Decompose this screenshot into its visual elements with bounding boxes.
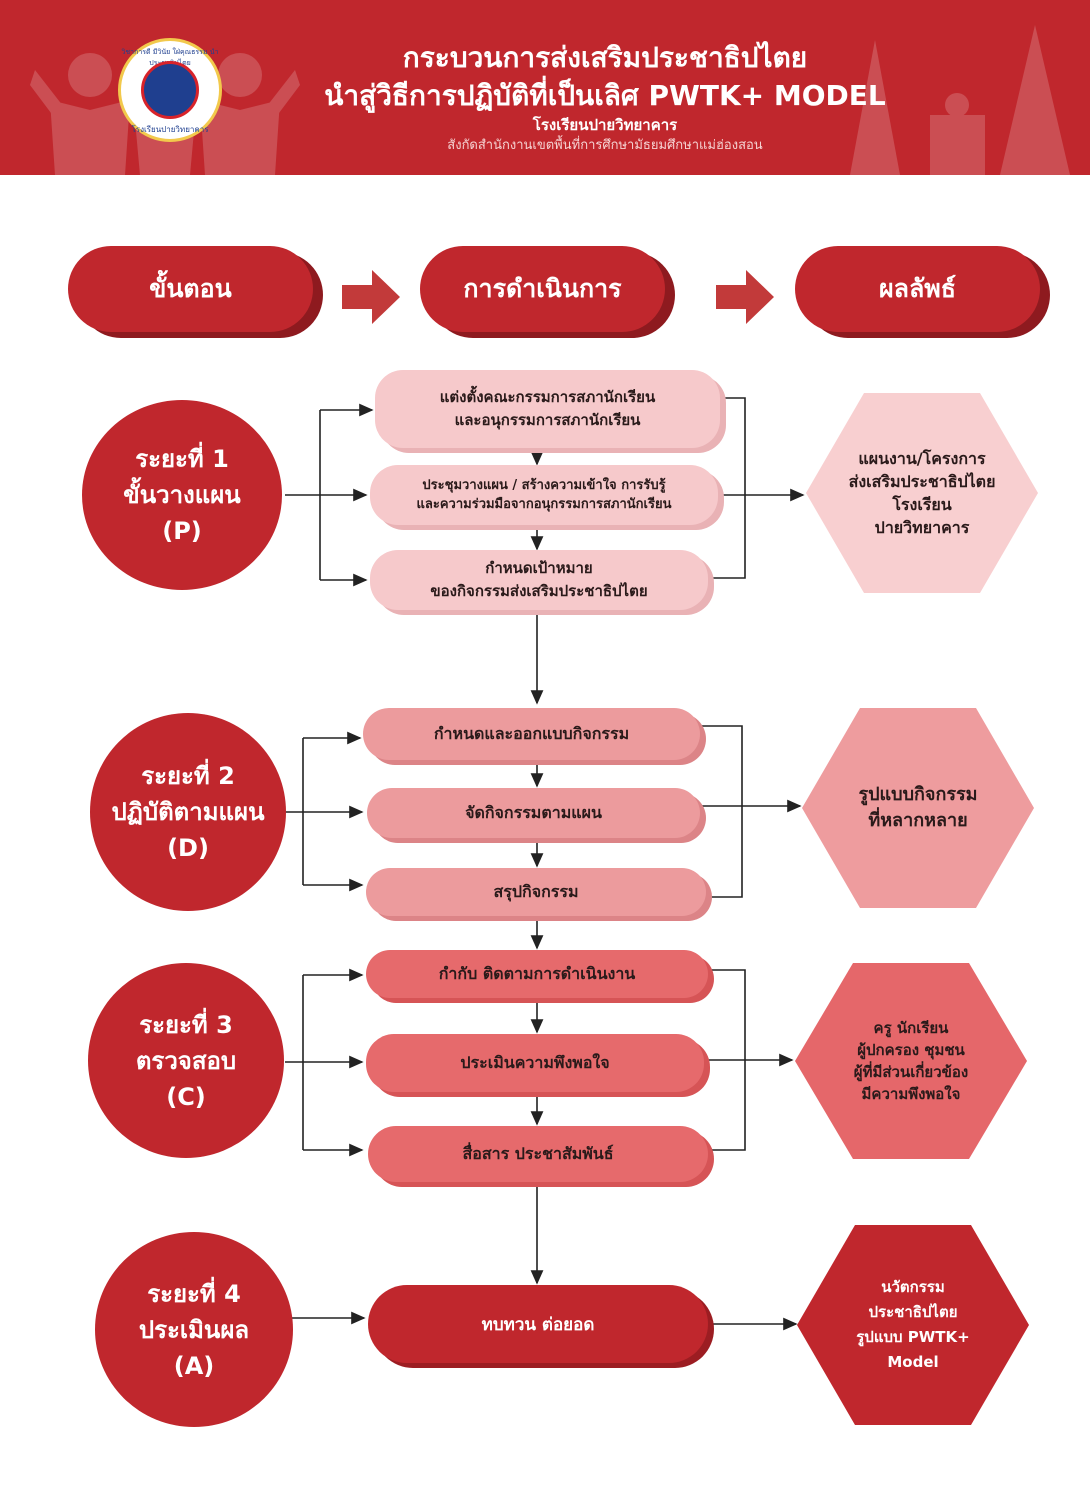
result-hexagon-2: รูปแบบกิจกรรม ที่หลากหลาย — [802, 708, 1034, 908]
result-text: นวัตกรรม — [881, 1278, 945, 1296]
activity-box: สื่อสาร ประชาสัมพันธ์ — [368, 1126, 708, 1182]
phase-1-code: (P) — [162, 517, 202, 545]
result-text: Model — [887, 1353, 939, 1371]
activity-box: ประชุมวางแผน / สร้างความเข้าใจ การรับรู้… — [370, 465, 718, 525]
result-hexagon-1: แผนงาน/โครงการ ส่งเสริมประชาธิปไตย โรงเร… — [806, 393, 1038, 593]
phase-1-name: ขั้นวางแผน — [123, 481, 241, 509]
activity-text: กำกับ ติดตามการดำเนินงาน — [438, 963, 636, 983]
phase-2-number: ระยะที่ 2 — [141, 762, 235, 790]
header-arrow-2-icon — [716, 270, 774, 324]
activity-text: กำหนดเป้าหมายของกิจกรรมส่งเสริมประชาธิปไ… — [430, 559, 648, 600]
activity-text: ประเมินความพึงพอใจ — [460, 1052, 610, 1072]
phase-4-code: (A) — [173, 1351, 215, 1380]
result-text: ผู้ที่มีส่วนเกี่ยวข้อง — [853, 1063, 969, 1081]
phase-4-number: ระยะที่ 4 — [147, 1279, 241, 1308]
header-arrow-1-icon — [342, 270, 400, 324]
column-header-result: ผลลัพธ์ — [795, 246, 1040, 332]
activity-text: สรุปกิจกรรม — [493, 881, 579, 901]
header-banner: วิชาการดี มีวินัย ใฝ่คุณธรรม นำประชาธิปไ… — [0, 0, 1090, 175]
activity-text: ประชุมวางแผน / สร้างความเข้าใจ การรับรู้… — [416, 478, 672, 512]
affiliation: สังกัดสำนักงานเขตพื้นที่การศึกษามัธยมศึก… — [447, 138, 763, 153]
result-text: ปายวิทยาคาร — [874, 518, 970, 537]
phase-1-number: ระยะที่ 1 — [135, 445, 229, 473]
emblem-icon — [141, 61, 199, 119]
activity-box: สรุปกิจกรรม — [366, 868, 706, 916]
activity-box: จัดกิจกรรมตามแผน — [367, 788, 700, 838]
result-text: รูปแบบ PWTK+ — [856, 1328, 970, 1346]
column-header-step: ขั้นตอน — [68, 246, 313, 332]
activity-text: กำหนดและออกแบบกิจกรรม — [433, 723, 630, 743]
activity-text: ทบทวน ต่อยอด — [481, 1314, 595, 1335]
activity-text: สื่อสาร ประชาสัมพันธ์ — [462, 1143, 614, 1163]
result-text: ส่งเสริมประชาธิปไตย — [848, 472, 996, 491]
phase-2-circle: ระยะที่ 2 ปฏิบัติตามแผน (D) — [90, 713, 286, 911]
column-header-operation: การดำเนินการ — [420, 246, 665, 332]
activity-box: ทบทวน ต่อยอด — [368, 1285, 708, 1363]
activity-box: ประเมินความพึงพอใจ — [366, 1034, 704, 1092]
result-text: ประชาธิปไตย — [868, 1303, 958, 1321]
activity-box: กำกับ ติดตามการดำเนินงาน — [366, 950, 708, 998]
result-text: ผู้ปกครอง ชุมชน — [857, 1041, 965, 1059]
result-text: โรงเรียน — [892, 495, 952, 514]
result-text: แผนงาน/โครงการ — [858, 449, 986, 468]
result-hexagon-4: นวัตกรรม ประชาธิปไตย รูปแบบ PWTK+ Model — [797, 1225, 1029, 1425]
phase-2-name: ปฏิบัติตามแผน — [111, 798, 265, 826]
logo-school-name: โรงเรียนปายวิทยาคาร — [131, 125, 209, 134]
result-text: มีความพึงพอใจ — [861, 1085, 961, 1103]
school-name: โรงเรียนปายวิทยาคาร — [532, 116, 678, 134]
activity-box: แต่งตั้งคณะกรรมการสภานักเรียนและอนุกรรมก… — [375, 370, 720, 448]
page-title-line1: กระบวนการส่งเสริมประชาธิปไตย — [402, 41, 808, 74]
phase-3-name: ตรวจสอบ — [135, 1046, 237, 1075]
result-text: ครู นักเรียน — [873, 1019, 949, 1037]
activity-box: กำหนดและออกแบบกิจกรรม — [363, 708, 700, 760]
phase-1-circle: ระยะที่ 1 ขั้นวางแผน (P) — [82, 400, 282, 590]
result-text: ที่หลากหลาย — [868, 810, 968, 831]
phase-3-number: ระยะที่ 3 — [139, 1010, 233, 1039]
school-logo: วิชาการดี มีวินัย ใฝ่คุณธรรม นำประชาธิปไ… — [118, 38, 222, 142]
activity-text: แต่งตั้งคณะกรรมการสภานักเรียนและอนุกรรมก… — [439, 388, 656, 429]
activity-text: จัดกิจกรรมตามแผน — [465, 802, 602, 822]
phase-2-code: (D) — [167, 834, 209, 862]
phase-4-circle: ระยะที่ 4 ประเมินผล (A) — [95, 1232, 293, 1427]
page-title-line2: นำสู่วิธีการปฏิบัติที่เป็นเลิศ PWTK+ MOD… — [324, 79, 886, 112]
monument-silhouette-icon — [850, 25, 1070, 175]
activity-box: กำหนดเป้าหมายของกิจกรรมส่งเสริมประชาธิปไ… — [370, 550, 708, 610]
phase-4-name: ประเมินผล — [138, 1315, 250, 1344]
result-text: รูปแบบกิจกรรม — [858, 784, 978, 805]
phase-3-circle: ระยะที่ 3 ตรวจสอบ (C) — [88, 963, 284, 1158]
phase-3-code: (C) — [166, 1082, 206, 1111]
